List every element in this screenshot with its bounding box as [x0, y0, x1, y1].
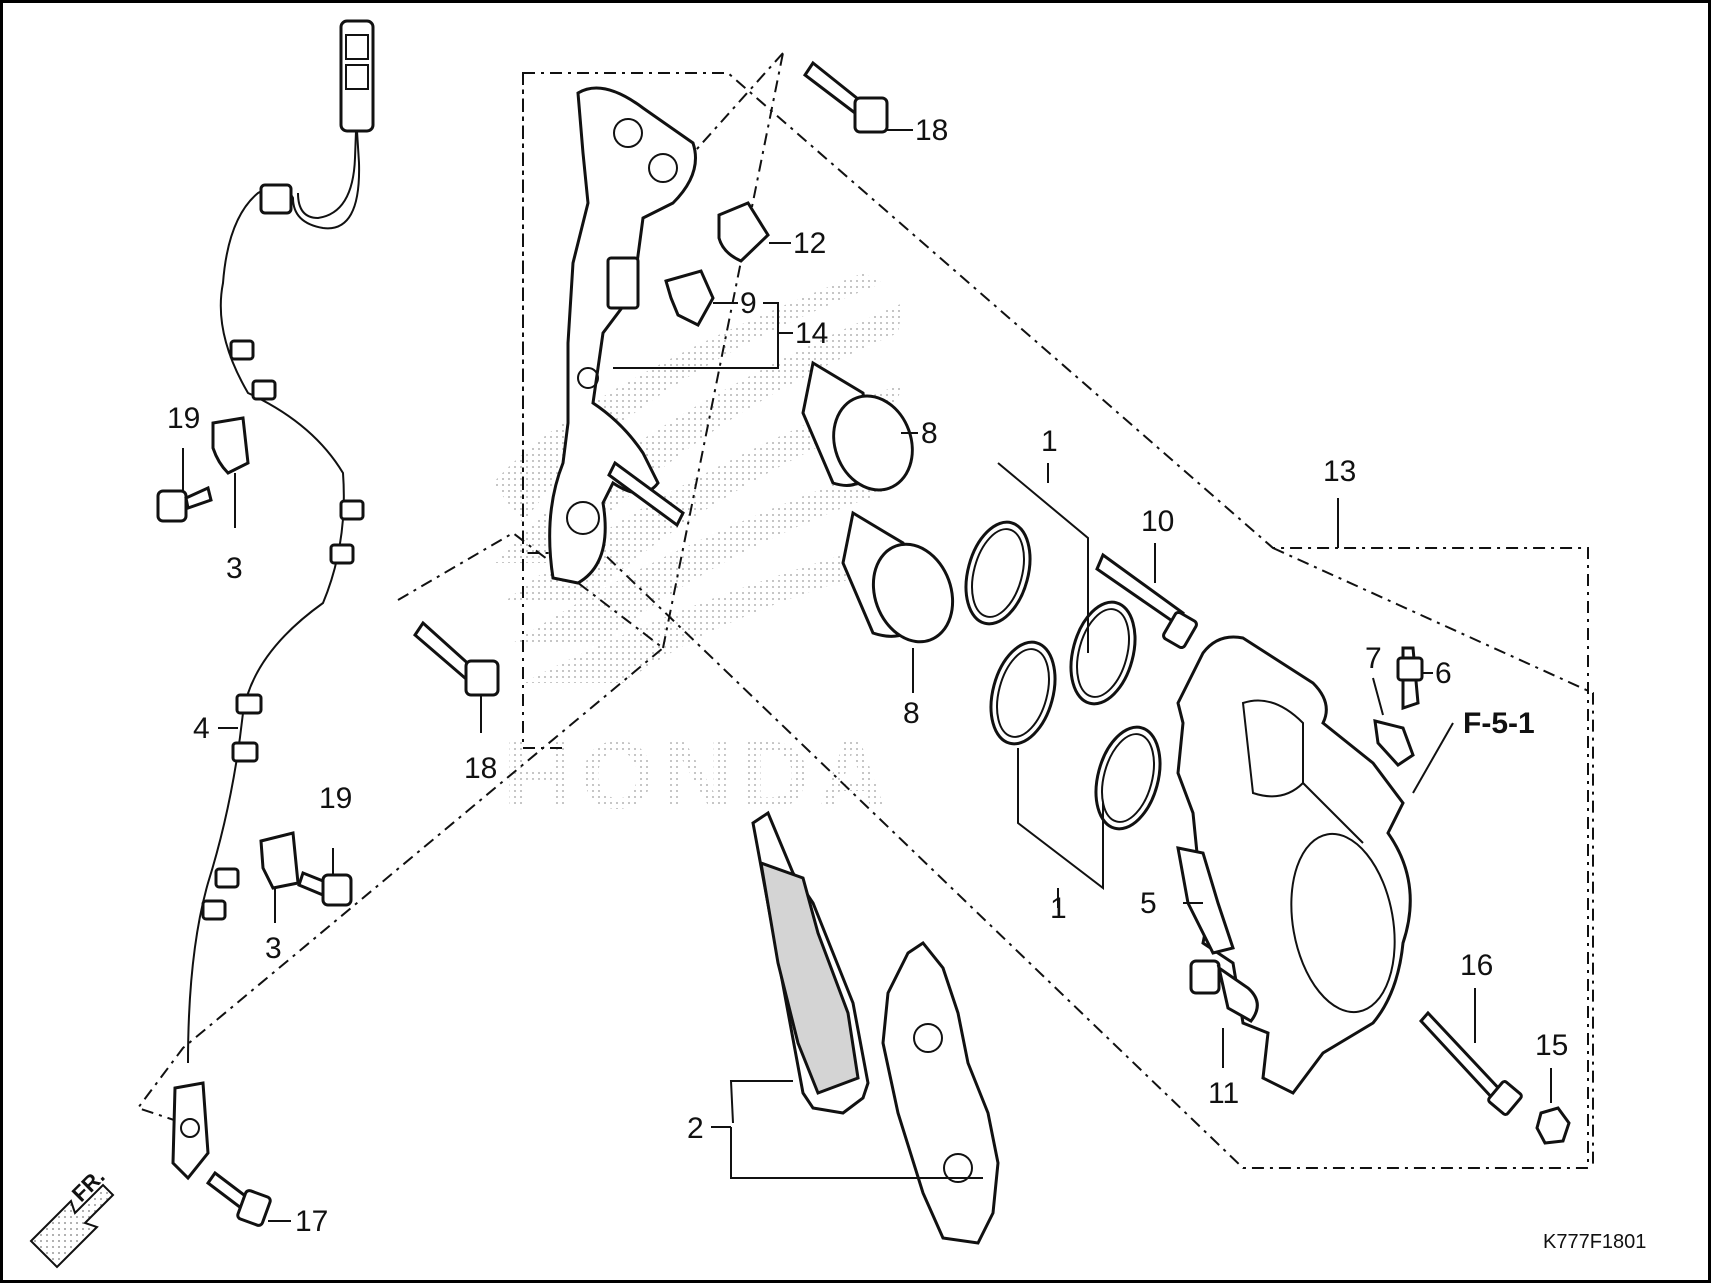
boot-12: [717, 201, 770, 263]
clamp-3-lower: [259, 831, 300, 890]
pin-boot-9: [664, 269, 715, 327]
bleed-cap-7: [1373, 719, 1415, 767]
wheel-speed-sensor-4: [171, 19, 375, 1181]
callout-4: 4: [193, 712, 210, 745]
bolt-18-upper: [802, 60, 889, 134]
callout-5: 5: [1140, 887, 1157, 920]
bolt-18-lower: [413, 620, 500, 697]
clamp-3-upper: [211, 416, 250, 475]
callout-3-upper: 3: [226, 552, 243, 585]
seal-1-set-lower: [989, 640, 1162, 831]
pin-bolt-11: [1189, 959, 1259, 1023]
bleed-screw-6: [1396, 646, 1424, 711]
piston-8-lower: [841, 510, 955, 644]
diagram-code: K777F1801: [1543, 1231, 1646, 1253]
callout-8-upper: 8: [921, 417, 938, 450]
caliper-group-boundary: [1272, 547, 1594, 1168]
callout-19-upper: 19: [167, 402, 200, 435]
callout-19-lower: 19: [319, 782, 352, 815]
front-direction-arrow: FR.: [29, 1164, 115, 1269]
callout-18-lower: 18: [464, 752, 497, 785]
sensor-group-boundary: [136, 531, 665, 1124]
bolt-17: [205, 1170, 272, 1227]
pin-16: [1418, 1010, 1523, 1116]
piston-8-upper: [801, 360, 914, 492]
callout-8-lower: 8: [903, 697, 920, 730]
callout-12: 12: [793, 227, 826, 260]
reference-f-5-1: F-5-1: [1463, 707, 1535, 740]
callout-15: 15: [1535, 1029, 1568, 1062]
leader-lines: [182, 129, 1552, 1222]
callout-1-lower: 1: [1050, 892, 1067, 925]
bolt-19-upper: [156, 485, 213, 523]
callout-17: 17: [295, 1205, 328, 1238]
callout-7: 7: [1365, 642, 1382, 675]
callout-1-upper: 1: [1041, 425, 1058, 458]
brake-pad-2-rear: [881, 940, 1000, 1245]
brake-caliper-exploded-diagram: HONDA: [29, 19, 1646, 1269]
callout-18-upper: 18: [915, 114, 948, 147]
brake-pad-2-front: [751, 810, 870, 1115]
callout-6: 6: [1435, 657, 1452, 690]
callout-9: 9: [740, 287, 757, 320]
honda-watermark-text: HONDA: [503, 722, 895, 829]
caliper-body-13: [1176, 635, 1412, 1095]
callout-labels: 18 12 9 14 8 8 1 1 10 13 7 6 F-5-1 5 11 …: [167, 114, 1568, 1238]
callout-14: 14: [795, 317, 828, 350]
callout-11: 11: [1208, 1077, 1239, 1110]
pin-10: [1095, 552, 1198, 650]
callout-3-lower: 3: [265, 932, 282, 965]
caliper-bracket: [548, 86, 697, 585]
callout-10: 10: [1141, 505, 1174, 538]
callout-2: 2: [687, 1112, 704, 1145]
nut-15: [1535, 1106, 1571, 1145]
callout-13: 13: [1323, 455, 1356, 488]
bolt-19-lower: [297, 871, 353, 907]
callout-16: 16: [1460, 949, 1493, 982]
